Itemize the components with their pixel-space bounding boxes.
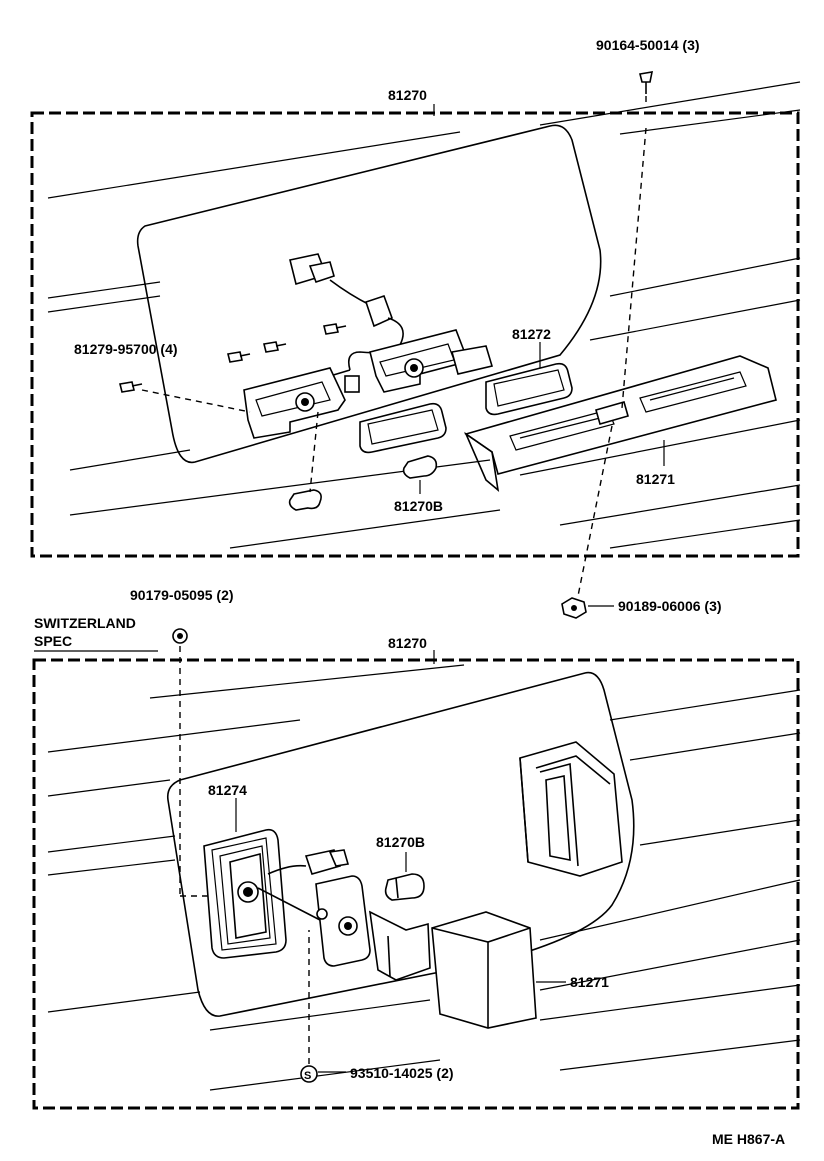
- top-screw-90164: [577, 71, 654, 597]
- label-top-screw-side: 81279-95700 (4): [74, 341, 178, 357]
- label-top-lens: 81271: [636, 471, 675, 487]
- bottom-connector: [257, 849, 350, 921]
- top-leaders: [419, 104, 665, 607]
- label-nut: 90189-06006 (3): [618, 598, 722, 614]
- bottom-frame: [32, 658, 800, 1110]
- top-frame: [30, 111, 800, 558]
- label-spec: SPEC: [34, 633, 72, 649]
- label-bottom-assembly: 81270: [388, 635, 427, 651]
- top-small-screws: [119, 323, 347, 393]
- label-bottom-gasket: 81274: [208, 782, 247, 798]
- top-lamp-housing-right: [369, 329, 494, 393]
- bottom-lens-81271: [431, 911, 537, 1029]
- diagram-code: ME H867-A: [712, 1131, 785, 1147]
- top-lamp-housing-left: [243, 367, 360, 439]
- top-gaskets: [359, 362, 573, 454]
- label-bottom-screw: 93510-14025 (2): [350, 1065, 454, 1081]
- top-recess-panel: [136, 124, 602, 464]
- top-body-lines: [47, 81, 801, 549]
- label-top-lens-gasket: 81272: [512, 326, 551, 342]
- bottom-recess-panel: [166, 671, 635, 1017]
- top-section: 90164-50014 (3) 81270 81279-95700 (4) 81…: [30, 37, 801, 619]
- top-lens-81271: [464, 355, 777, 492]
- bottom-side-lamp: [519, 741, 623, 877]
- top-bulbs: [288, 411, 438, 511]
- label-top-screw: 90164-50014 (3): [596, 37, 700, 53]
- label-bottom-bulb: 81270B: [376, 834, 425, 850]
- bottom-lamp-plate: [315, 875, 431, 981]
- label-top-bulb: 81270B: [394, 498, 443, 514]
- clip-90179: [172, 628, 188, 644]
- bottom-section: S 90179-05095 (2) SWITZERLAND SPEC 81270…: [32, 587, 801, 1147]
- label-bottom-clip: 90179-05095 (2): [130, 587, 234, 603]
- bottom-bulb: [384, 873, 425, 901]
- screw-leader-dash: [141, 389, 251, 413]
- nut-90189: [561, 597, 587, 619]
- bottom-body-lines: [47, 664, 801, 1091]
- bottom-gasket-81274: [203, 828, 287, 959]
- screw-symbol: S: [304, 1070, 311, 1082]
- bottom-leaders: [34, 650, 566, 983]
- label-bottom-lens: 81271: [570, 974, 609, 990]
- label-top-assembly: 81270: [388, 87, 427, 103]
- label-switzerland: SWITZERLAND: [34, 615, 136, 631]
- screw-93510: S: [300, 930, 346, 1083]
